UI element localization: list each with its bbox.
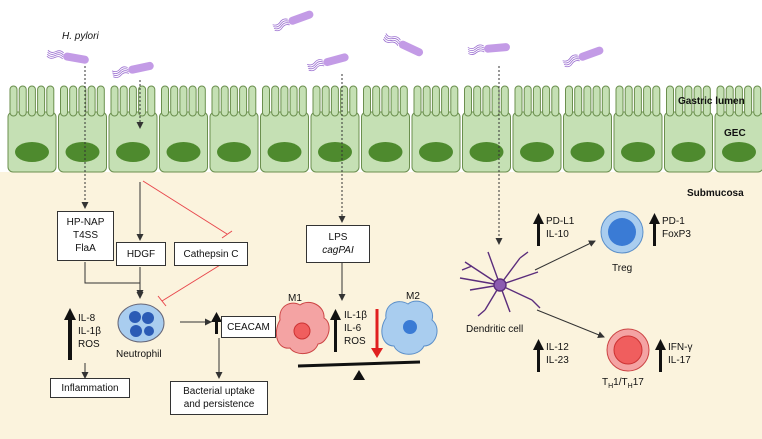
epithelial-cell (361, 85, 410, 173)
ifng-text: IFN-γ (668, 342, 693, 353)
th-sub1: H (608, 383, 614, 390)
bacterium-icon (307, 53, 349, 72)
treg-label: Treg (612, 263, 633, 274)
epithelial-cell (7, 85, 57, 173)
th-cell (606, 328, 650, 372)
neutrophil-markers: IL-8 IL-1β ROS (78, 312, 101, 351)
gec-label: GEC (724, 128, 746, 139)
dotted-arrows (81, 66, 503, 245)
balance-seesaw (297, 360, 421, 380)
dendritic-cell-label: Dendritic cell (466, 324, 524, 335)
epithelial-cell (108, 85, 158, 173)
submucosa-label: Submucosa (687, 188, 744, 199)
cagpai-text: cagPAI (322, 245, 354, 256)
epithelial-cell (159, 85, 208, 173)
il1b-text: IL-1β (78, 326, 101, 337)
th-label: TH1/TH17 (602, 376, 644, 393)
hdgf-box: HDGF (116, 242, 166, 266)
ros-text: ROS (78, 339, 100, 350)
gastric-lumen (0, 0, 762, 86)
m1-macrophage (275, 301, 330, 354)
dc-treg-markers: PD-L1 IL-10 (546, 215, 574, 241)
decrease-arrow (371, 309, 383, 358)
bacterium-icon (383, 33, 424, 57)
neutrophil-label: Neutrophil (116, 349, 162, 360)
epithelial-cell (613, 85, 663, 173)
bacterial-uptake-text: Bacterial uptake (183, 386, 255, 397)
bacterium-icon (467, 43, 510, 55)
epithelial-cell (512, 85, 562, 173)
th-sub2: H (627, 383, 633, 390)
inflammation-box: Inflammation (50, 378, 130, 398)
epithelial-cell (563, 85, 612, 173)
gastric-lumen-label: Gastric lumen (678, 96, 745, 107)
pd1-text: PD-1 (662, 216, 685, 227)
il17-text: IL-17 (668, 355, 691, 366)
dc-th-markers: IL-12 IL-23 (546, 341, 569, 367)
m2-macrophage (381, 300, 438, 355)
il23-text: IL-23 (546, 355, 569, 366)
bacterial-uptake-box: Bacterial uptake and persistence (170, 381, 268, 415)
il12-text: IL-12 (546, 342, 569, 353)
m-il1b-text: IL-1β (344, 310, 367, 321)
epithelial-cell (209, 85, 259, 173)
th-t1: T (602, 377, 609, 388)
epithelial-cell (664, 85, 713, 173)
foxp3-text: FoxP3 (662, 229, 691, 240)
bacterium-icon (272, 10, 314, 32)
lps-box: LPS cagPAI (306, 225, 370, 263)
pdl1-text: PD-L1 (546, 216, 575, 227)
ceacam-box: CEACAM (221, 316, 276, 338)
m-il6-text: IL-6 (344, 323, 362, 334)
treg-markers: PD-1 FoxP3 (662, 215, 691, 241)
epithelial-cell (58, 85, 107, 173)
bacteria-group (46, 10, 604, 78)
dendritic-cell (459, 251, 541, 317)
lps-text: LPS (328, 232, 348, 243)
epithelial-cell (714, 85, 762, 173)
il10-text: IL-10 (546, 229, 569, 240)
virulence-factors-box: HP-NAP T4SS FlaA (57, 211, 114, 261)
h-pylori-label: H. pylori (62, 31, 99, 42)
increase-arrows (64, 213, 666, 372)
epithelial-cell (411, 85, 461, 173)
epithelial-layer (7, 85, 762, 173)
epithelial-cell (260, 85, 309, 173)
solid-arrows (81, 182, 605, 379)
treg-cell (600, 210, 644, 254)
m1-label: M1 (288, 293, 302, 304)
epithelial-cell (310, 85, 360, 173)
t4ss-text: T4SS (72, 230, 98, 241)
th-mid: 1/T (613, 377, 628, 388)
m2-label: M2 (406, 291, 420, 302)
bacterium-icon (111, 61, 154, 78)
hp-nap-text: HP-NAP (66, 217, 105, 228)
macrophage-markers: IL-1β IL-6 ROS (344, 309, 367, 348)
inhibit-lines (142, 180, 233, 307)
bacterium-icon (46, 49, 89, 64)
persistence-text: and persistence (183, 399, 255, 410)
il8-text: IL-8 (78, 313, 96, 324)
cathepsin-c-box: Cathepsin C (174, 242, 248, 266)
th-markers: IFN-γ IL-17 (668, 341, 692, 367)
neutrophil-cell (117, 303, 165, 343)
th-tail: 17 (632, 377, 644, 388)
m-ros-text: ROS (344, 336, 366, 347)
bacterium-icon (562, 46, 604, 68)
flaa-text: FlaA (75, 243, 96, 254)
epithelial-cell (462, 85, 511, 173)
